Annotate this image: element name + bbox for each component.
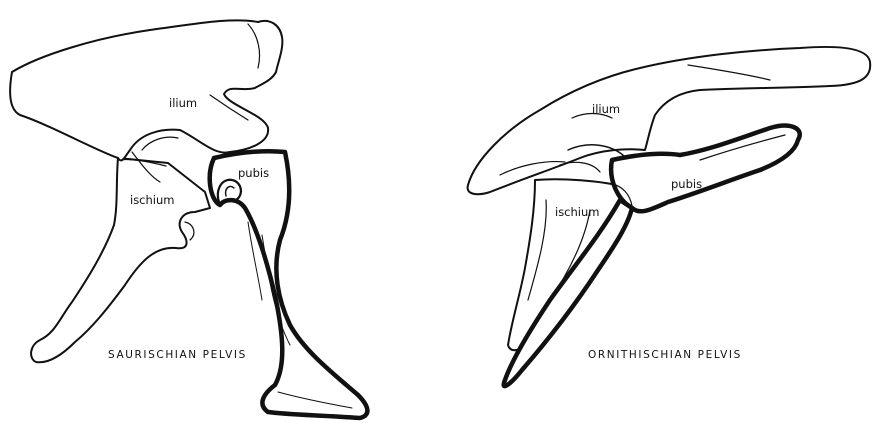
ornithischian-pelvis: ilium ischium pubis ORNITHISCHIAN PELVIS <box>468 47 871 386</box>
saurischian-ilium-label: ilium <box>169 96 197 110</box>
ornithischian-ilium-label: ilium <box>592 102 620 116</box>
saurischian-caption: SAURISCHIAN PELVIS <box>108 349 247 361</box>
saurischian-pubis-label: pubis <box>238 166 269 180</box>
saurischian-pelvis: ilium ischium pubis SAURISCHIAN PELVIS <box>10 20 367 418</box>
saurischian-ischium-label: ischium <box>130 193 174 207</box>
ornithischian-caption: ORNITHISCHIAN PELVIS <box>588 349 742 361</box>
saurischian-pubis-bone <box>210 151 368 418</box>
ornithischian-ischium-label: ischium <box>555 205 599 219</box>
saurischian-ilium-bone <box>10 20 282 160</box>
ornithischian-pubis-label: pubis <box>671 177 702 191</box>
saurischian-ischium-bone <box>31 158 210 362</box>
